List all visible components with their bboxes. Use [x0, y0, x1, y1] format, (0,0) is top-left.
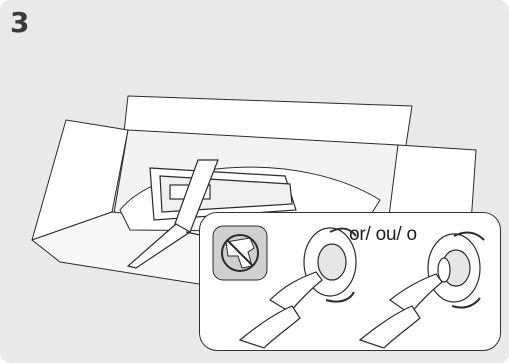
coin-hand-icon	[360, 233, 484, 348]
alternatives-label: or/ ou/ o	[349, 224, 417, 246]
screwdriver-icon	[213, 226, 267, 280]
